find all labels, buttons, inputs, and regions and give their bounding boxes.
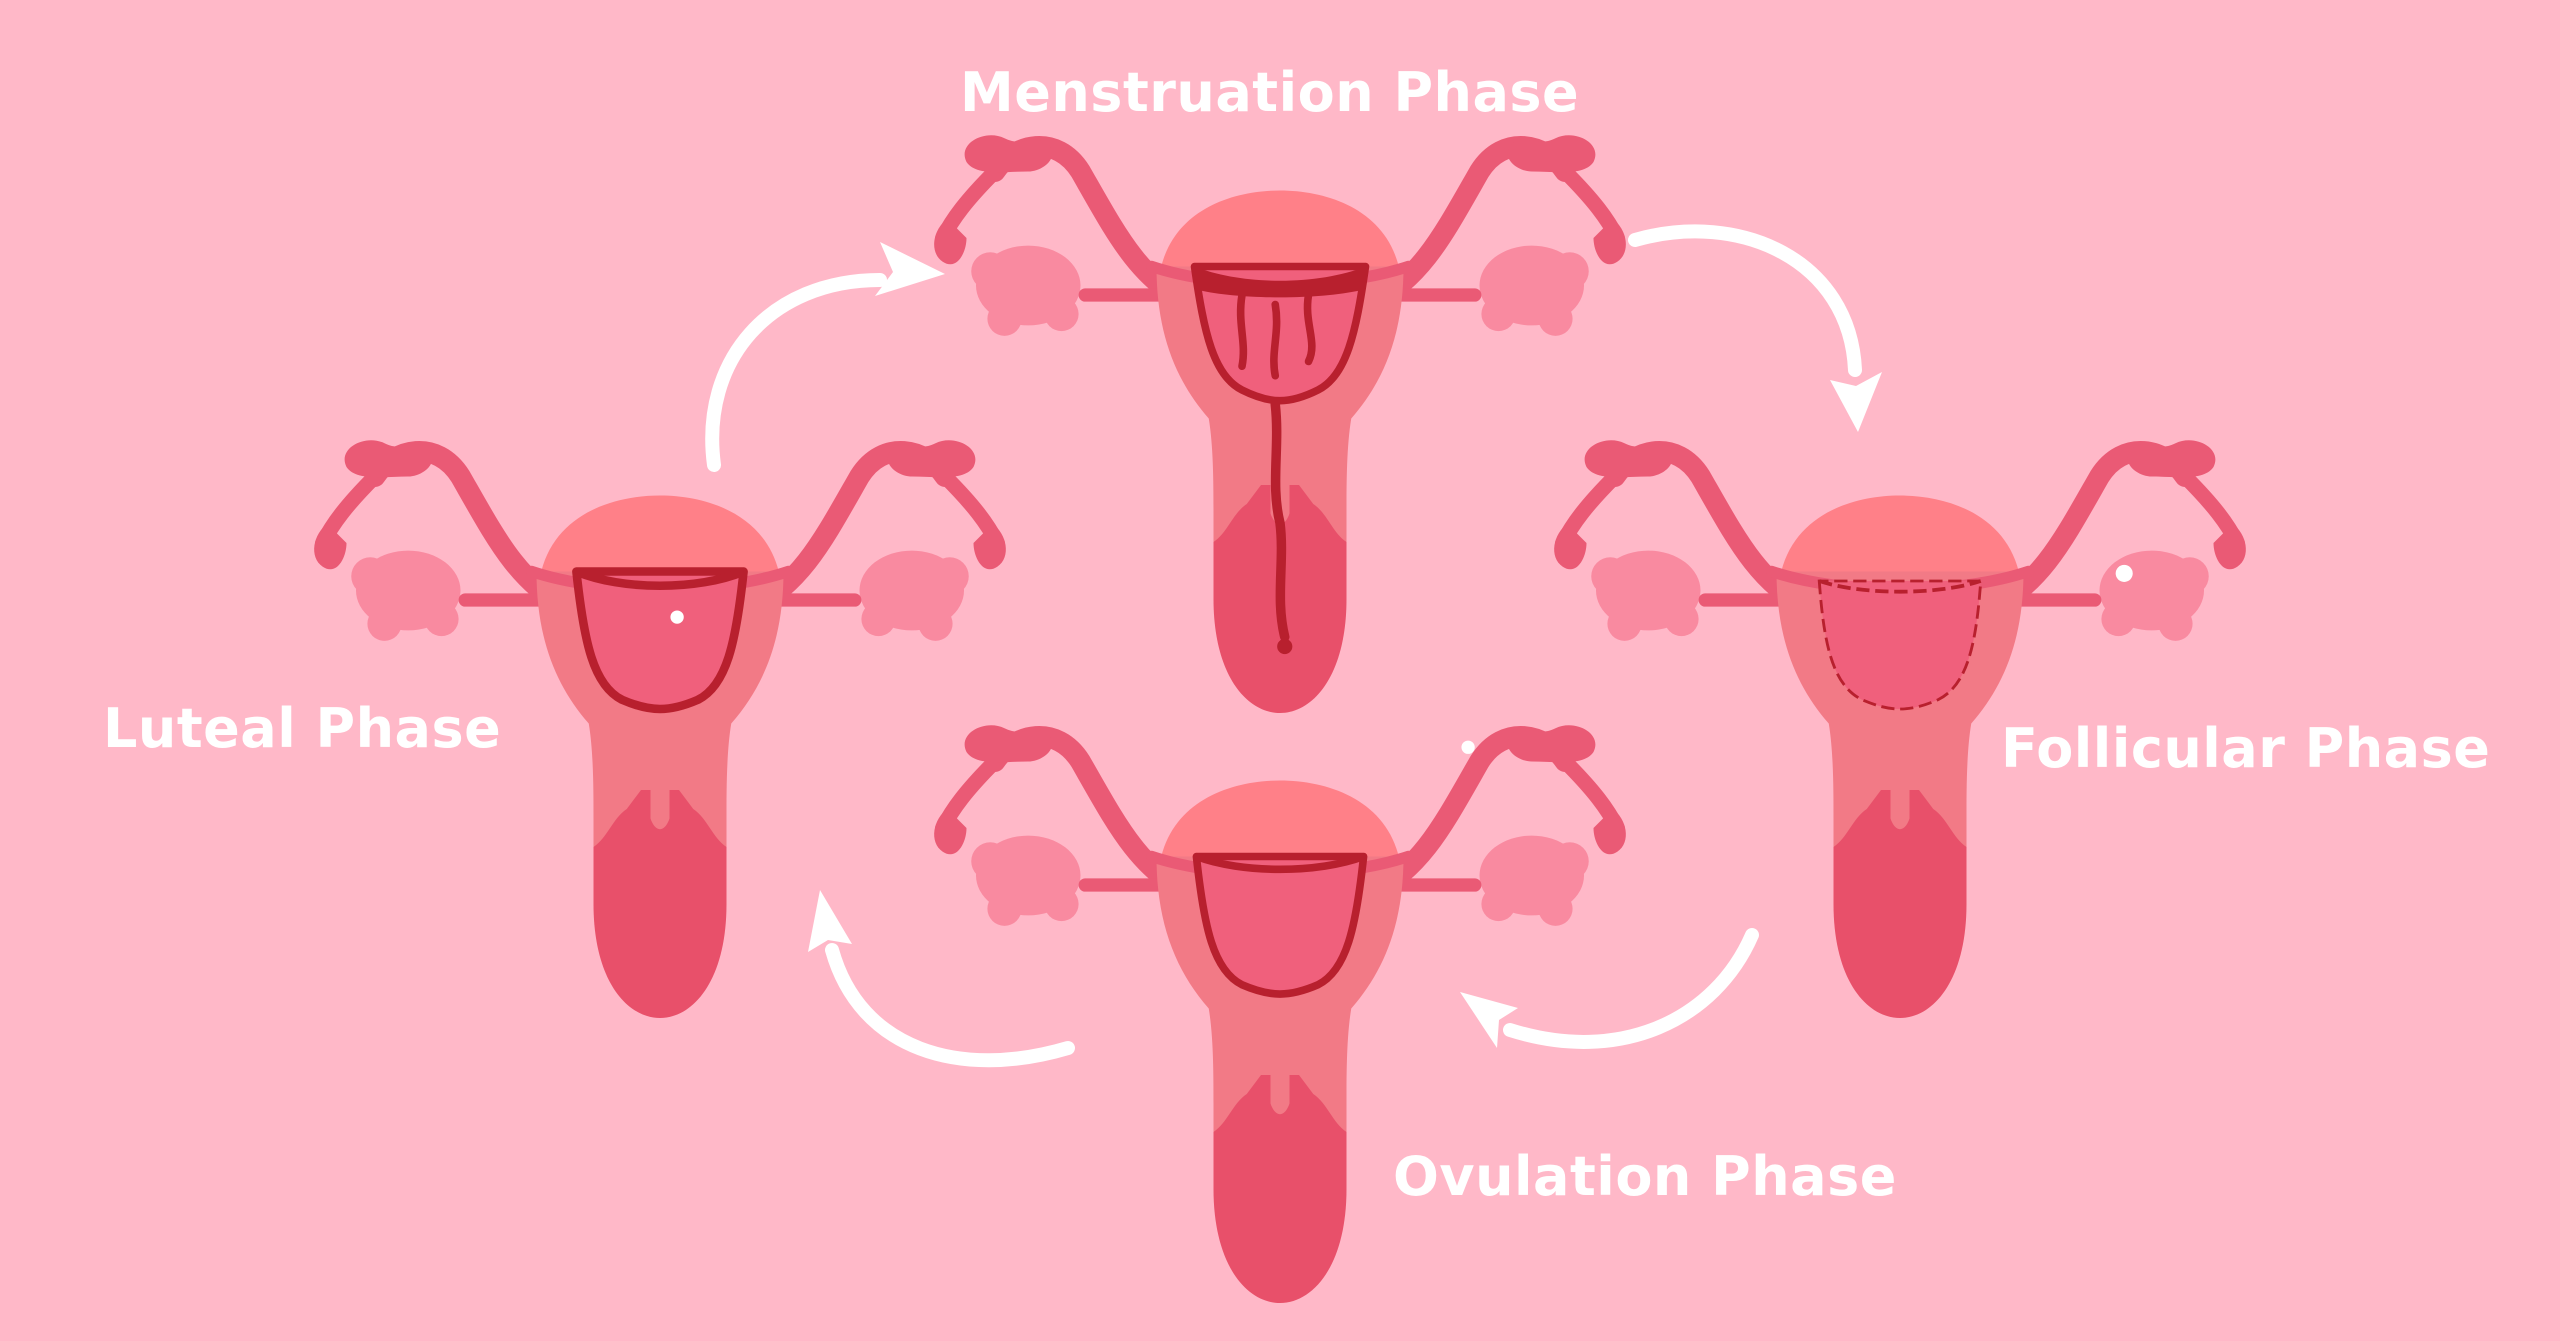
phase-label-ovulation: Ovulation Phase [1393,1150,1897,1204]
egg-dot [670,610,683,623]
phase-label-luteal: Luteal Phase [103,702,501,756]
phase-label-follicular: Follicular Phase [2001,722,2490,776]
follicle-dot [2116,565,2133,582]
curved-arrow-icon [1460,935,1752,1048]
curved-arrow-icon [712,242,945,465]
curved-arrow-icon [808,890,1068,1060]
uterus-ovulation [934,725,1626,1303]
phase-label-menstruation: Menstruation Phase [960,66,1579,120]
curved-arrow-icon [1635,231,1882,432]
egg-dot [1461,741,1474,754]
uterus-menstruation [934,135,1626,713]
